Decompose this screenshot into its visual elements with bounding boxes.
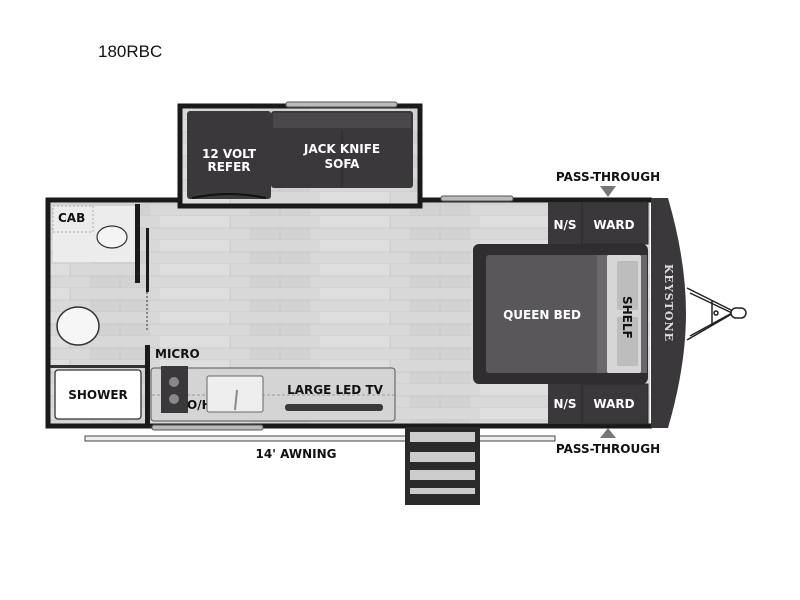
pass-through-top-label: PASS-THROUGH <box>556 170 660 184</box>
bottom-window <box>151 424 264 431</box>
tv-icon <box>285 404 383 411</box>
shower <box>54 369 142 420</box>
side-window <box>440 195 514 202</box>
awning <box>84 435 556 442</box>
sofa-back <box>273 113 411 128</box>
ns-bottom-label: N/S <box>553 397 576 411</box>
pass-through-bottom-label: PASS-THROUGH <box>556 442 660 456</box>
bath-door <box>146 228 149 292</box>
refer-label-2: REFER <box>207 160 250 174</box>
refer <box>187 111 271 199</box>
oh-label: O/H <box>187 398 212 412</box>
sofa-label: JACK KNIFE <box>303 142 380 156</box>
kitchen-sink-icon <box>206 375 264 413</box>
model-title: 180RBC <box>98 42 163 61</box>
refer-door-swing <box>191 193 267 199</box>
awning-label: 14' AWNING <box>256 447 337 461</box>
tv-label: LARGE LED TV <box>287 383 384 397</box>
queen-bed-label: QUEEN BED <box>503 308 581 322</box>
slideout-window <box>285 101 398 108</box>
ward-top <box>581 201 649 245</box>
ward-bottom-label: WARD <box>593 397 634 411</box>
pass-through-bottom-arrow <box>600 428 616 438</box>
micro-label: MICRO <box>155 347 200 361</box>
ns-bottom <box>548 384 582 424</box>
pass-through-top-arrow <box>600 186 616 197</box>
stove-icon <box>161 366 188 413</box>
ward-top-label: WARD <box>593 218 634 232</box>
entry-steps <box>405 427 480 505</box>
toilet-icon <box>56 306 100 346</box>
sink-icon <box>96 225 128 249</box>
ns-top-label: N/S <box>553 218 576 232</box>
sofa-label-2: SOFA <box>325 157 361 171</box>
refer-label: 12 VOLT <box>202 147 257 161</box>
hitch-icon <box>686 287 747 341</box>
ward-bottom <box>581 383 649 425</box>
shower-label: SHOWER <box>68 388 128 402</box>
ns-top <box>548 202 582 244</box>
keystone-logo: KEYSTONE <box>662 264 675 342</box>
front-cap <box>651 198 686 428</box>
shelf-label: SHELF <box>620 296 634 339</box>
cab-label: CAB <box>58 211 85 225</box>
